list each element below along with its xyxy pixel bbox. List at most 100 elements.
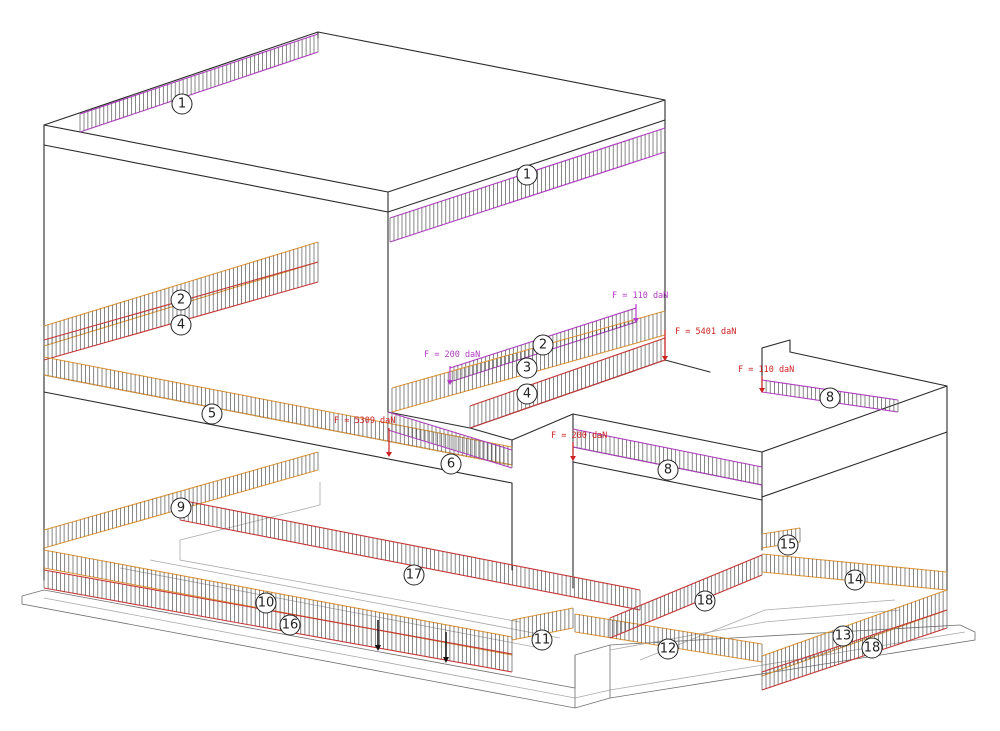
force-label: F = 200 daN xyxy=(424,350,480,385)
railing-top-line xyxy=(387,411,513,451)
point-load-arrows xyxy=(375,620,449,663)
railing-band xyxy=(389,127,666,243)
force-text: F = 200 daN xyxy=(424,350,480,360)
callout-circle xyxy=(657,638,679,660)
force-label: F = 110 daN xyxy=(738,365,794,393)
railing-band xyxy=(43,261,319,361)
left-courtyard-inner xyxy=(149,559,561,639)
callout-number: 8 xyxy=(826,391,834,406)
railing-top-line xyxy=(761,527,801,535)
force-text: F = 110 daN xyxy=(738,365,794,375)
callout-number: 3 xyxy=(523,361,531,376)
mid-slab-bottom xyxy=(43,391,513,484)
callout-circle xyxy=(279,614,301,636)
callout-circle xyxy=(832,625,854,647)
left-courtyard-outline xyxy=(179,540,521,623)
callout-number: 16 xyxy=(282,618,299,633)
callout-9: 9 xyxy=(170,497,192,519)
railing-top-line xyxy=(43,569,513,655)
force-label: F = 110 daN xyxy=(612,291,668,323)
callout-circle xyxy=(170,314,192,336)
callout-circle xyxy=(171,93,193,115)
callout-8: 8 xyxy=(657,459,679,481)
callout-number: 4 xyxy=(177,318,185,333)
right-courtyard-outline xyxy=(639,599,896,661)
callout-circle xyxy=(844,569,866,591)
railing-top-line xyxy=(43,549,513,638)
callout-1: 1 xyxy=(171,93,193,115)
railing-band xyxy=(43,356,513,466)
railing-top-line xyxy=(389,151,666,243)
roof-front-edge xyxy=(43,99,666,193)
force-text: F = 5309 daN xyxy=(334,416,395,426)
forces-layer: F = 110 daN F = 5401 daN F = 200 daN F = 11… xyxy=(334,291,794,461)
railing-band xyxy=(387,411,513,469)
callout-1: 1 xyxy=(516,164,538,186)
callout-4: 4 xyxy=(170,314,192,336)
callout-number: 4 xyxy=(523,387,531,402)
callout-circle xyxy=(516,357,538,379)
callout-circle xyxy=(532,334,554,356)
force-label: F = 5401 daN xyxy=(662,327,736,361)
force-label: F = 200 daN xyxy=(551,431,607,461)
callout-4: 4 xyxy=(516,383,538,405)
annex-slab-lower xyxy=(761,431,948,498)
callout-17: 17 xyxy=(403,564,425,586)
force-label: F = 5309 daN xyxy=(334,416,395,457)
callout-10: 10 xyxy=(255,592,277,614)
point-load-arrowhead xyxy=(375,645,381,651)
annex-top xyxy=(761,339,948,433)
railing-band xyxy=(79,33,319,133)
left-courtyard-back xyxy=(179,482,321,541)
callout-2: 2 xyxy=(532,334,554,356)
callout-number: 6 xyxy=(447,457,455,472)
callout-16: 16 xyxy=(279,614,301,636)
railings-layer xyxy=(43,33,948,691)
railing-top-line xyxy=(574,613,763,645)
railing-band xyxy=(43,451,319,549)
callout-12: 12 xyxy=(657,638,679,660)
callout-circle xyxy=(819,387,841,409)
callout-8: 8 xyxy=(819,387,841,409)
force-arrowhead xyxy=(662,356,668,361)
callout-number: 2 xyxy=(539,338,547,353)
railing-band xyxy=(179,499,641,611)
notch-edge-2 xyxy=(511,413,763,453)
callout-11: 11 xyxy=(531,629,553,651)
callout-circle xyxy=(440,453,462,475)
callout-circle xyxy=(170,497,192,519)
railing-top-line xyxy=(511,607,574,621)
callout-circle xyxy=(777,534,799,556)
base-plinth-mid xyxy=(43,597,966,699)
railing-top-line xyxy=(761,589,948,657)
callout-number: 14 xyxy=(847,573,864,588)
railing-top-line xyxy=(609,554,763,619)
callout-15: 15 xyxy=(777,534,799,556)
callout-number: 15 xyxy=(780,538,797,553)
callout-circle xyxy=(694,590,716,612)
railing-bottom-line xyxy=(387,429,513,469)
railing-band xyxy=(43,241,319,347)
callout-number: 12 xyxy=(660,642,677,657)
callout-14: 14 xyxy=(844,569,866,591)
force-arrowhead xyxy=(633,318,639,323)
railing-band xyxy=(609,554,763,639)
force-arrowhead xyxy=(570,456,576,461)
railing-bottom-line xyxy=(43,587,513,673)
callout-number: 10 xyxy=(258,596,275,611)
railing-bottom-line xyxy=(43,374,513,466)
callout-number: 13 xyxy=(835,629,852,644)
roof-slab-lower-edge xyxy=(43,119,666,213)
force-arrowhead xyxy=(386,452,392,457)
force-text: F = 200 daN xyxy=(551,431,607,441)
annex-slab-front xyxy=(761,385,948,453)
callout-circle xyxy=(861,637,883,659)
railing-band xyxy=(469,337,666,429)
force-arrowhead xyxy=(759,388,765,393)
force-text: F = 5401 daN xyxy=(675,327,736,337)
callout-circle xyxy=(170,289,192,311)
railing-top-line xyxy=(43,356,513,448)
callout-number: 5 xyxy=(208,407,216,422)
